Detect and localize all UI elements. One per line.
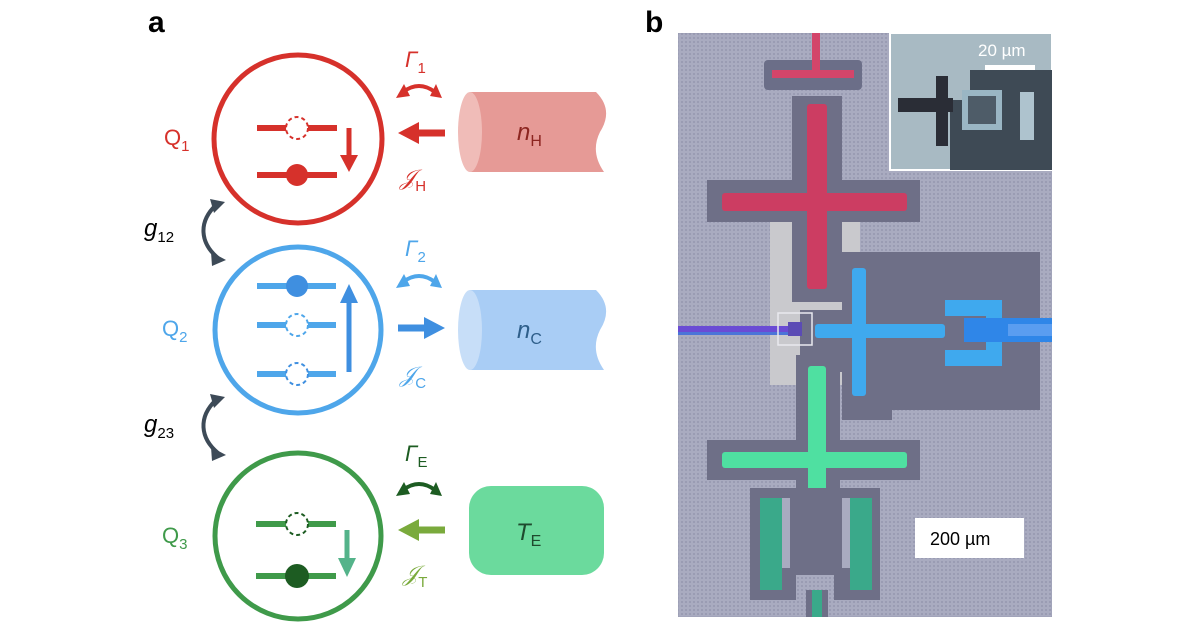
coupling-arrow-g23-head-bottom [211, 447, 226, 461]
qubit-q1 [211, 52, 385, 226]
q3-decay-arrow-head [338, 558, 356, 577]
panel-a-label: a [148, 6, 165, 39]
current-label-jt: 𝒥T [402, 561, 427, 591]
rate-label-gammaE: ΓE [405, 441, 428, 471]
qubit-q2 [212, 244, 384, 416]
current-label-jc: 𝒥C [399, 362, 426, 392]
q2-occupied-state [286, 275, 308, 297]
qubit-q3-circle [212, 450, 384, 622]
bath-hot-cylinder: nH [458, 92, 607, 172]
rate-arrow-gamma2 [396, 274, 442, 288]
panel-b-label: b [645, 6, 663, 39]
coupling-arrow-g23 [201, 398, 220, 455]
bath-cold-cylinder: nC [458, 290, 607, 370]
coupling-label-g12: g12 [144, 215, 174, 246]
bath-environment-label: TE [516, 519, 541, 550]
q2-label: Q2 [162, 316, 187, 346]
qubit-q2-circle [212, 244, 384, 416]
inset-scalebar-label: 20 µm [978, 41, 1026, 60]
current-arrow-jh [398, 122, 445, 144]
q3-label: Q3 [162, 523, 187, 553]
rate-label-gamma2: Γ2 [405, 236, 426, 266]
bath-environment-box: TE [469, 486, 604, 575]
rate-arrow-gamma1 [396, 84, 442, 98]
qubit-q3 [212, 450, 384, 622]
q3-occupied-state [285, 564, 309, 588]
q2-empty-state-1 [285, 313, 309, 337]
bath-cold-label: nC [517, 317, 542, 348]
coupling-label-g23: g23 [144, 411, 174, 442]
q1-occupied-state [286, 164, 308, 186]
micrograph-inset: 20 µm [889, 32, 1053, 171]
main-scalebar: 200 µm [915, 518, 1024, 558]
rate-arrow-gammaE [396, 482, 442, 496]
q2-pump-arrow-head [340, 284, 358, 303]
rate-label-gamma1: Γ1 [405, 47, 426, 77]
coupling-arrow-g12-head-top [210, 199, 225, 213]
current-label-jh: 𝒥H [399, 165, 426, 195]
q1-label: Q1 [164, 125, 189, 155]
bath-hot-label: nH [517, 119, 542, 150]
current-arrow-jt [398, 519, 445, 541]
current-arrow-jc [398, 317, 445, 339]
coupling-arrow-g12-head-bottom [211, 252, 226, 266]
coupling-arrow-g23-head-top [210, 394, 225, 408]
q2-empty-state-0 [285, 362, 309, 386]
main-scalebar-label: 200 µm [930, 529, 990, 549]
qubit-q1-circle [211, 52, 385, 226]
q1-empty-state [285, 116, 309, 140]
coupling-arrow-g12 [201, 203, 220, 260]
q3-empty-state [285, 512, 309, 536]
q1-decay-arrow-head [340, 155, 358, 172]
